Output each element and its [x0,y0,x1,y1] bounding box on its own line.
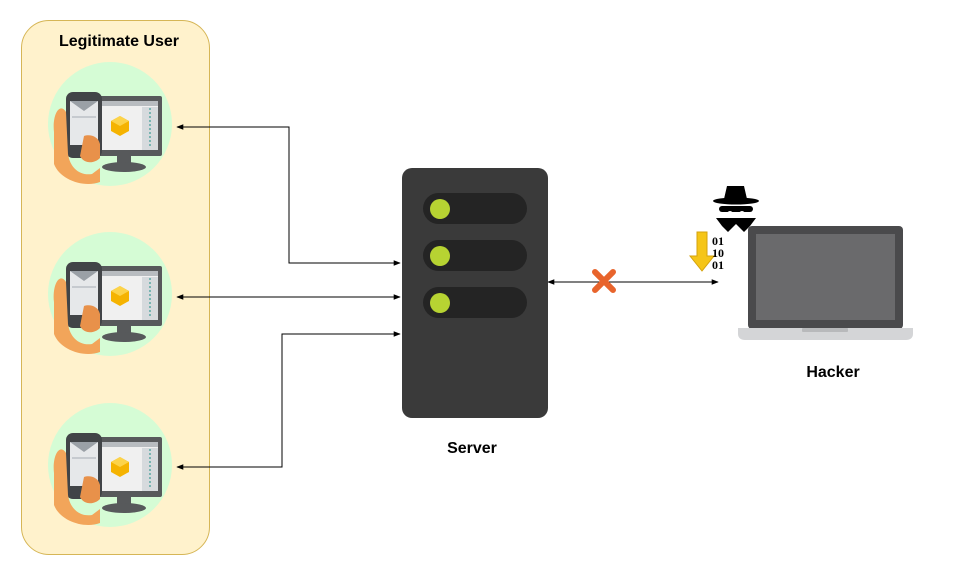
cross-icon [595,272,613,290]
hacker-label: Hacker [806,364,860,381]
legitimate-user-label: Legitimate User [58,33,180,50]
binary-line: 01 [712,258,724,272]
user-device-icon-3 [47,402,173,528]
server-icon [402,168,548,418]
binary-data: 01 10 01 [712,234,724,272]
laptop-icon [738,226,913,340]
server-label: Server [447,440,497,457]
spy-icon [713,186,759,232]
binary-line: 01 [712,234,724,248]
download-arrow-icon [688,231,716,272]
connector-user3-server [176,331,401,470]
user-device-icon-2 [47,231,173,357]
binary-line: 10 [712,246,724,260]
connector-user1-server [176,124,401,266]
user-device-icon-1 [47,61,173,187]
